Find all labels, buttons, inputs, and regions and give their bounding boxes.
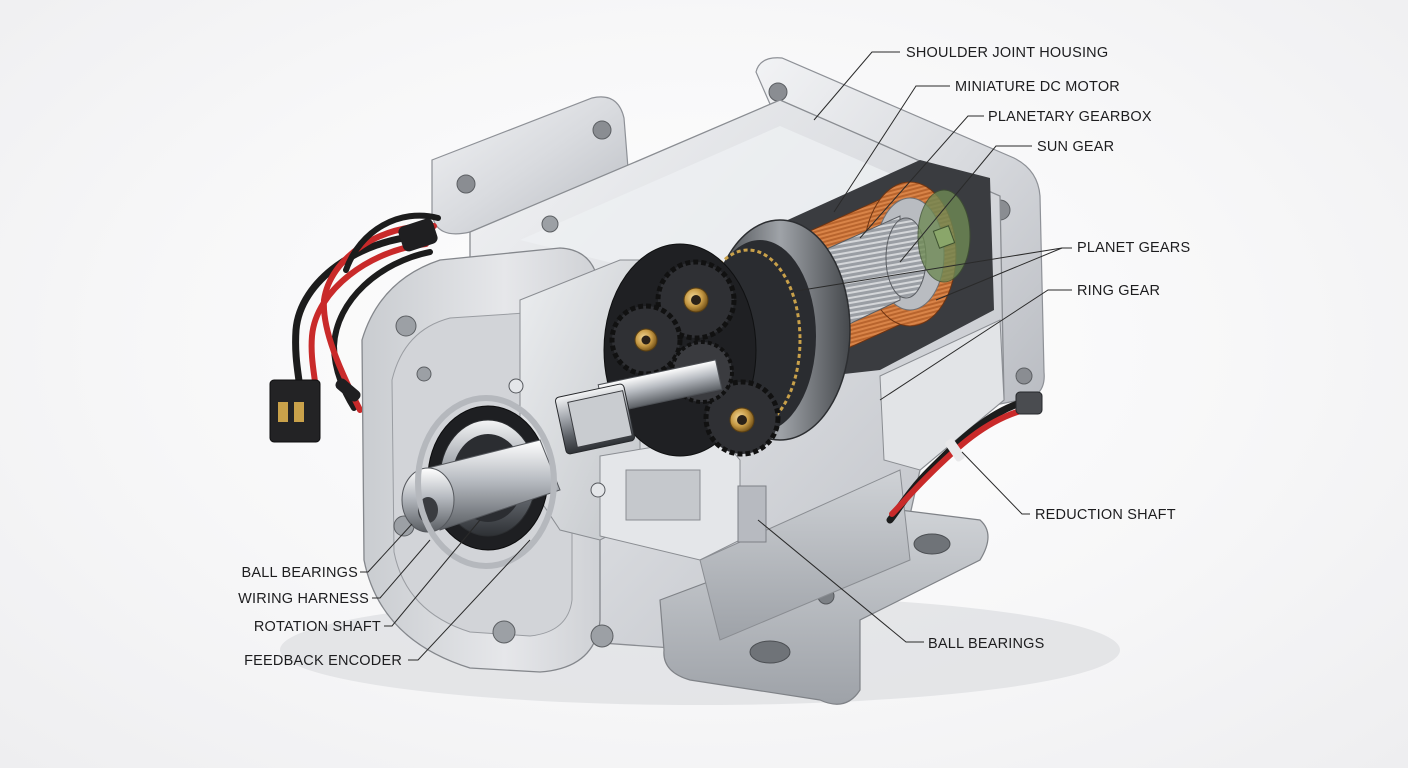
leader-shoulder-joint-housing	[813, 51, 900, 121]
reduction-shaft-cables	[886, 391, 1043, 524]
leader-lines	[360, 51, 1072, 661]
label-shoulder-joint-housing: SHOULDER JOINT HOUSING	[906, 45, 1108, 61]
label-reduction-shaft: REDUCTION SHAFT	[1035, 507, 1176, 523]
leader-ball-bearings-left	[360, 523, 413, 573]
planet-gear-left	[609, 303, 683, 377]
leader-wiring-harness	[372, 539, 431, 599]
callout-labels: SHOULDER JOINT HOUSING MINIATURE DC MOTO…	[238, 45, 1190, 669]
leader-rotation-shaft	[384, 519, 481, 627]
feedback-encoder-ring	[415, 395, 557, 569]
label-miniature-dc-motor: MINIATURE DC MOTOR	[955, 79, 1120, 95]
planet-gear-top	[655, 259, 737, 341]
leader-ball-bearings-right	[757, 519, 924, 643]
label-planet-gears: PLANET GEARS	[1077, 240, 1190, 256]
leader-sun-gear	[899, 145, 1032, 263]
label-planetary-gearbox: PLANETARY GEARBOX	[988, 109, 1152, 125]
label-wiring-harness: WIRING HARNESS	[238, 591, 369, 607]
planet-gear-bottom	[703, 379, 781, 457]
wiring-harness-cables	[269, 212, 441, 443]
label-ball-bearings-left: BALL BEARINGS	[242, 565, 359, 581]
retaining-clip-top	[508, 378, 524, 394]
retaining-clip-bottom	[590, 482, 606, 498]
label-feedback-encoder: FEEDBACK ENCODER	[244, 653, 402, 669]
leader-feedback-encoder	[408, 539, 531, 661]
label-ring-gear: RING GEAR	[1077, 283, 1160, 299]
leader-miniature-dc-motor	[833, 85, 950, 213]
label-ball-bearings-right: BALL BEARINGS	[928, 636, 1045, 652]
leader-ring-gear	[879, 289, 1072, 401]
leader-planetary-gearbox	[859, 115, 984, 239]
rotation-shaft	[554, 359, 723, 455]
leader-reduction-shaft	[961, 451, 1030, 515]
label-sun-gear: SUN GEAR	[1037, 139, 1114, 155]
needle-bearing	[567, 390, 633, 448]
leader-planet-gears-b	[935, 247, 1063, 301]
label-rotation-shaft: ROTATION SHAFT	[254, 619, 381, 635]
